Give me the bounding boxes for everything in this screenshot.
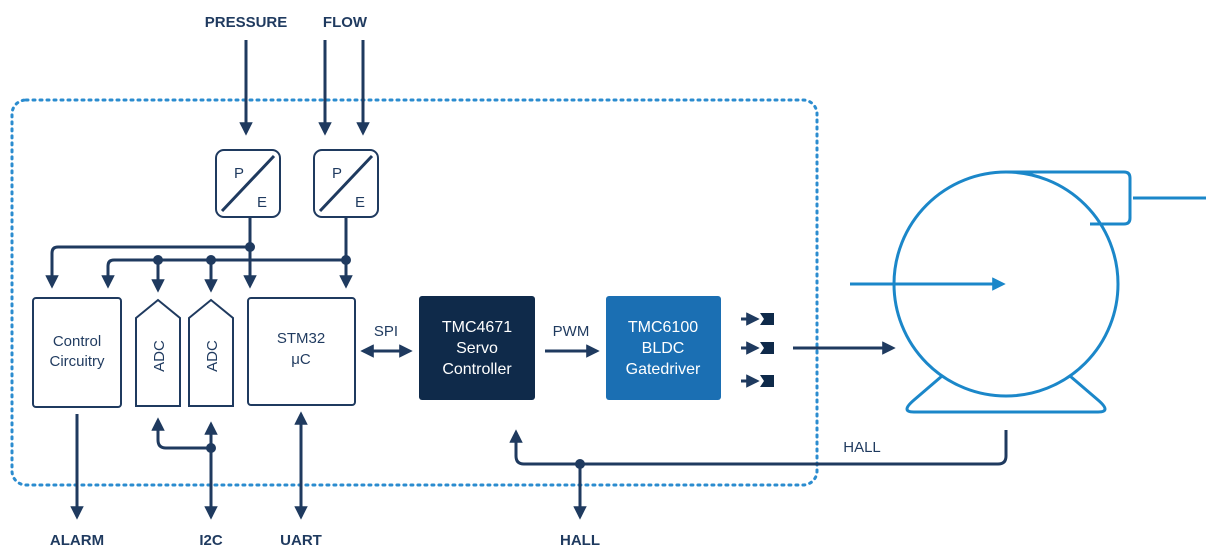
control-circuitry-block: Control Circuitry bbox=[32, 297, 122, 408]
svg-text:P: P bbox=[234, 165, 244, 182]
i2c-label: I2C bbox=[199, 532, 223, 549]
svg-text:Controller: Controller bbox=[442, 361, 512, 378]
svg-text:BLDC: BLDC bbox=[642, 340, 685, 357]
transducer-icon: P E bbox=[313, 149, 379, 218]
flow-signal-bus bbox=[101, 217, 353, 293]
tmc6100-block: TMC6100 BLDC Gatedriver bbox=[606, 296, 721, 400]
svg-text:Circuitry: Circuitry bbox=[50, 353, 105, 370]
uart-label: UART bbox=[280, 532, 322, 549]
svg-text:Gatedriver: Gatedriver bbox=[626, 361, 701, 378]
spi-label: SPI bbox=[374, 323, 398, 340]
pressure-label: PRESSURE bbox=[205, 14, 288, 31]
i2c-junction bbox=[206, 443, 216, 453]
i2c-bus bbox=[156, 424, 211, 450]
svg-text:Servo: Servo bbox=[456, 340, 498, 357]
tmc4671-block: TMC4671 Servo Controller bbox=[419, 296, 535, 400]
alarm-label: ALARM bbox=[50, 532, 104, 549]
svg-text:STM32: STM32 bbox=[277, 330, 325, 347]
svg-text:ADC: ADC bbox=[204, 340, 221, 372]
svg-text:TMC4671: TMC4671 bbox=[442, 319, 512, 336]
stm32-block: STM32 μC bbox=[247, 297, 356, 406]
svg-text:E: E bbox=[355, 194, 365, 211]
system-boundary bbox=[10, 98, 819, 487]
transducer-icon: P E bbox=[215, 149, 281, 218]
pump-icon bbox=[850, 170, 1206, 414]
hall-output-label: HALL bbox=[560, 532, 600, 549]
svg-text:ADC: ADC bbox=[151, 340, 168, 372]
adc-block-2: ADC bbox=[188, 298, 234, 407]
svg-text:P: P bbox=[332, 165, 342, 182]
svg-text:E: E bbox=[257, 194, 267, 211]
svg-text:TMC6100: TMC6100 bbox=[628, 319, 698, 336]
flow-label: FLOW bbox=[323, 14, 368, 31]
pwm-label: PWM bbox=[553, 323, 590, 340]
phase-outputs bbox=[741, 312, 774, 388]
adc-block-1: ADC bbox=[135, 298, 181, 407]
svg-text:Control: Control bbox=[53, 333, 101, 350]
svg-text:μC: μC bbox=[291, 351, 311, 368]
hall-feedback-label: HALL bbox=[843, 439, 881, 456]
hall-feedback-line bbox=[509, 429, 1008, 466]
pressure-signal-bus bbox=[45, 217, 257, 289]
